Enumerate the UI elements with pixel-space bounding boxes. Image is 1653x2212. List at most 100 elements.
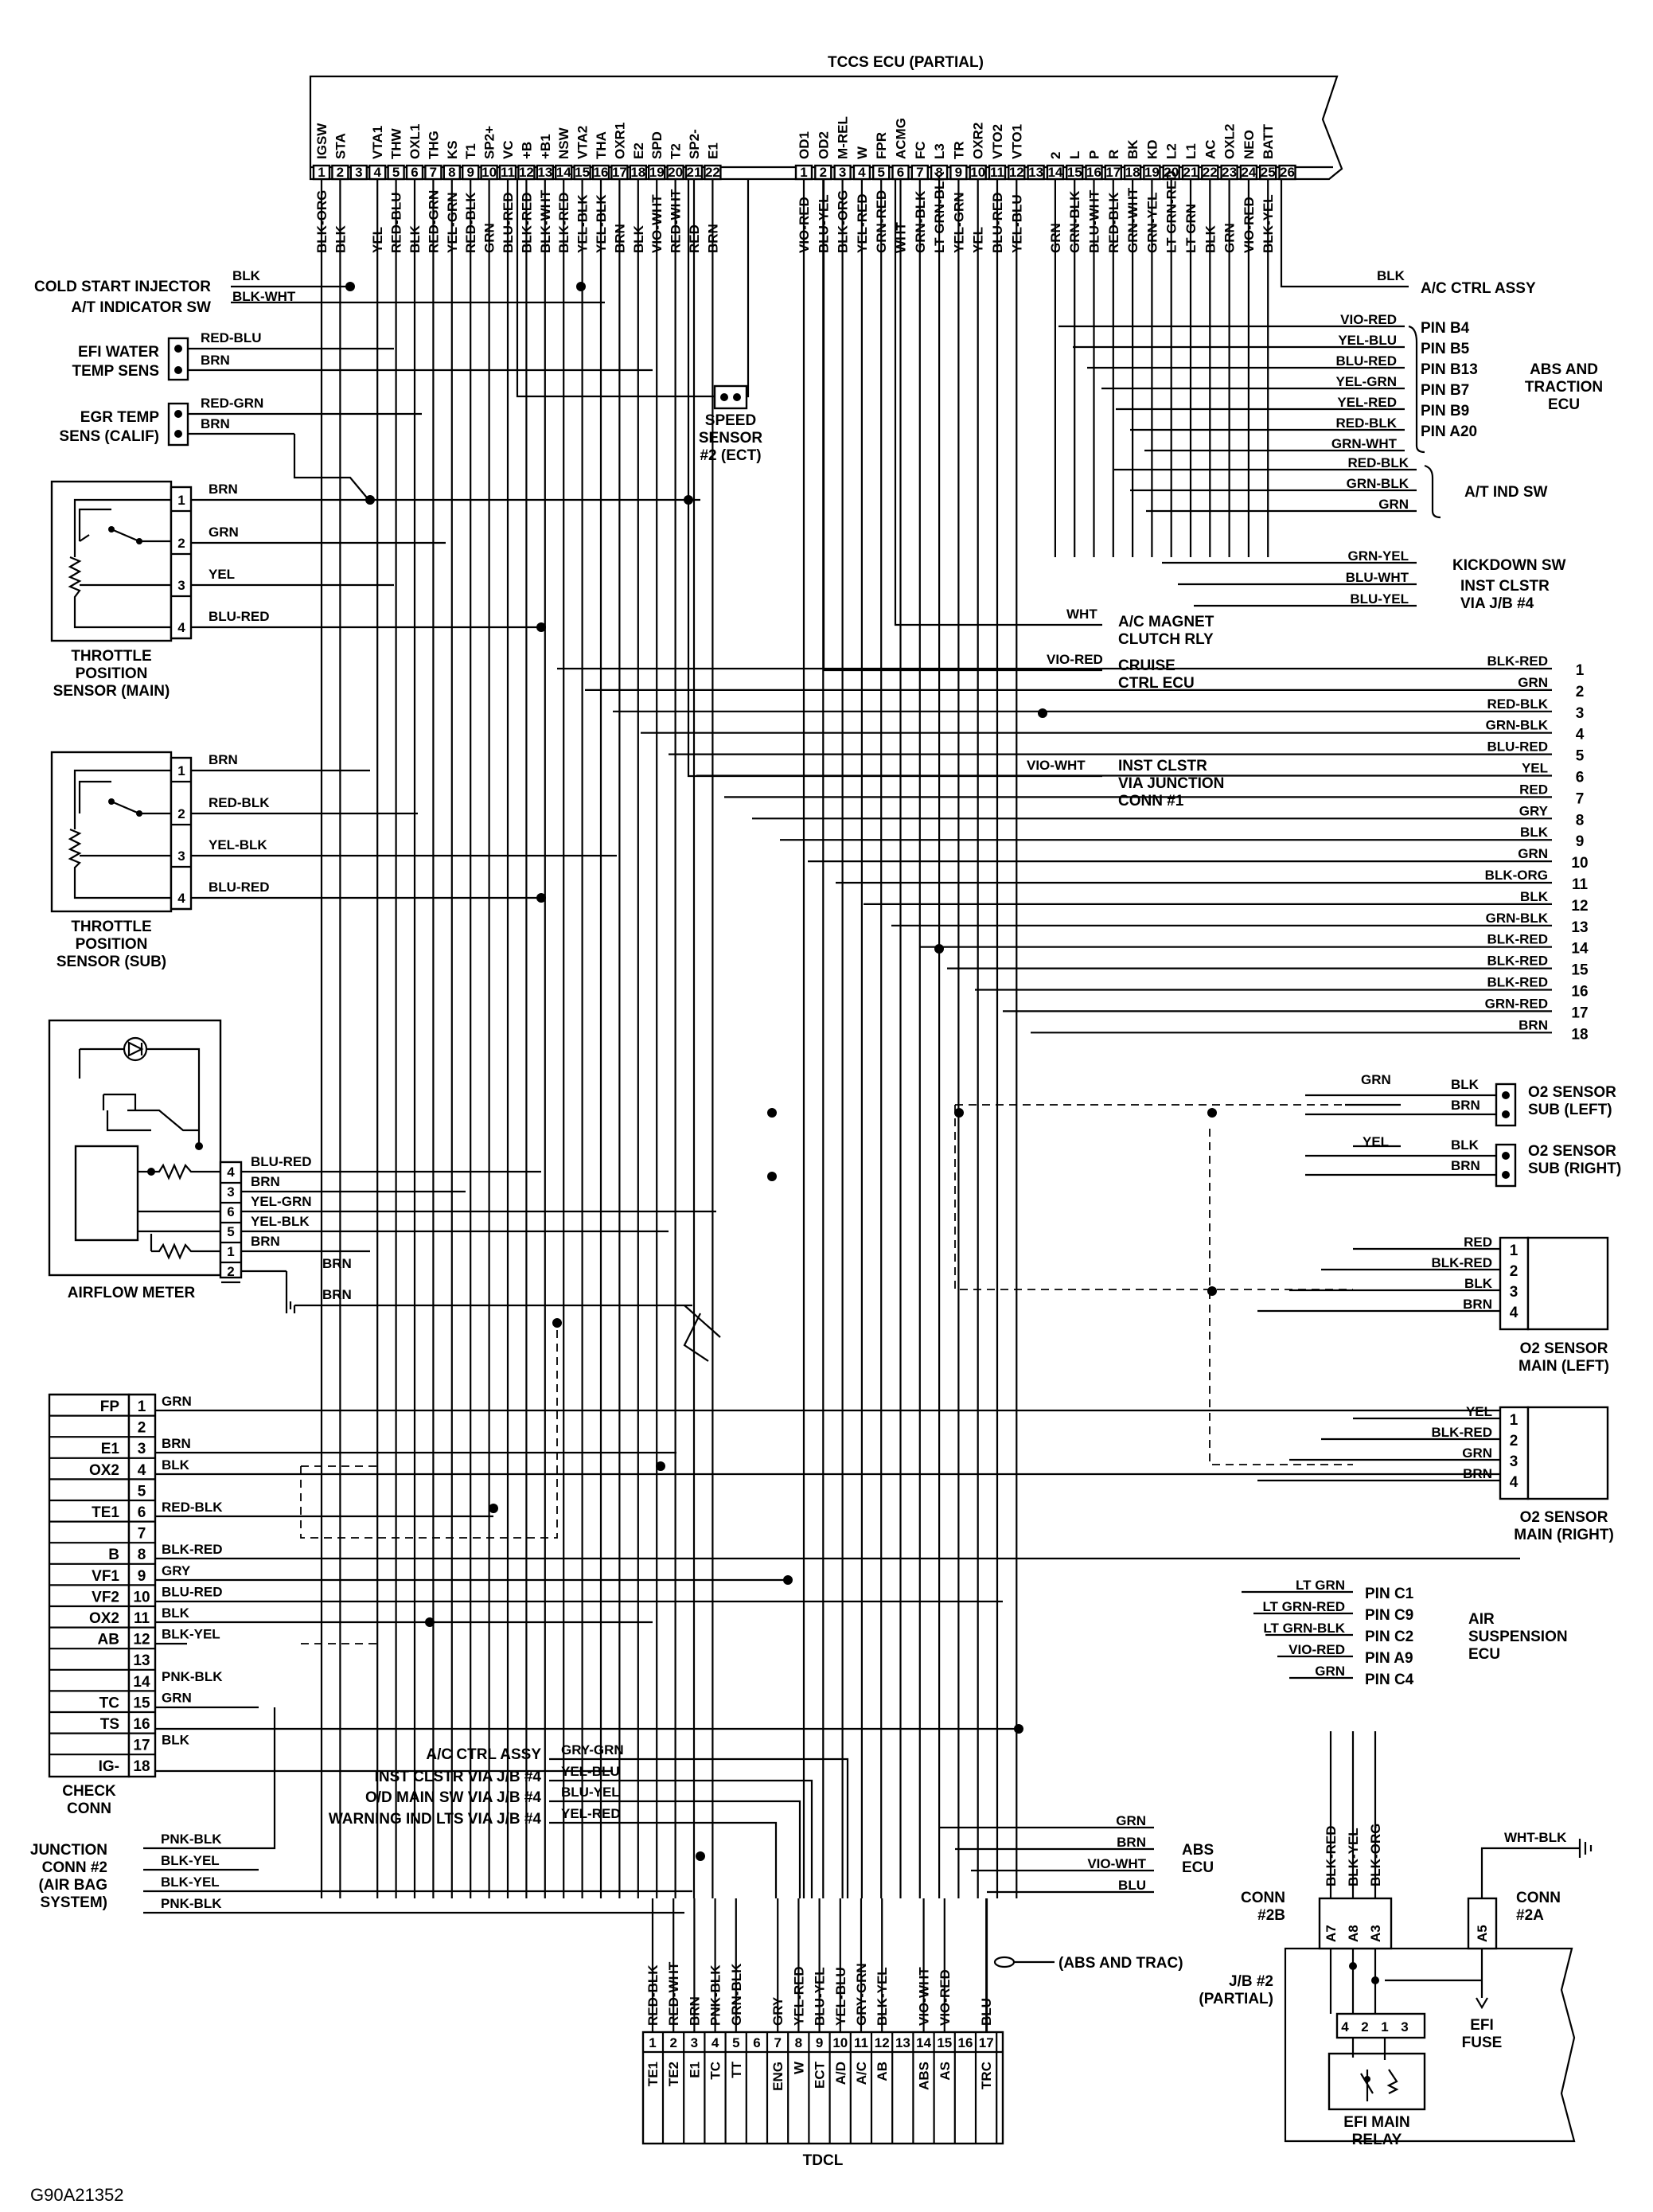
svg-text:YEL-BLU: YEL-BLU <box>561 1764 620 1779</box>
connector-pin-number: 5 <box>227 1224 234 1239</box>
abs-traction-wire-color: VIO-RED <box>1340 312 1397 327</box>
ecu-pin-name: BK <box>1125 139 1140 159</box>
svg-text:BLK: BLK <box>232 268 261 283</box>
ecu-pin-name: OD2 <box>816 131 831 159</box>
air-susp-wire-color: VIO-RED <box>1288 1642 1345 1657</box>
ecu-pin-name: VTA2 <box>575 126 591 159</box>
check-conn-pin-number: 12 <box>133 1632 150 1648</box>
check-conn-pin-number: 16 <box>133 1716 150 1733</box>
tdcl-pin-name: A/D <box>833 2062 848 2085</box>
svg-text:EGR TEMP: EGR TEMP <box>80 409 160 426</box>
ecu-wire-color: BLK-ORG <box>314 190 329 253</box>
ecu-wire-color: GRN-YEL <box>1144 193 1160 254</box>
connector-pin-number: 2 <box>227 1264 234 1279</box>
svg-text:RED-GRN: RED-GRN <box>201 396 263 411</box>
ecu-wire-color: YEL-BLK <box>594 194 609 253</box>
ecu-pin-number: 18 <box>630 165 645 180</box>
ecu-wire-color: GRN <box>482 223 497 253</box>
check-conn-pin-number: 11 <box>134 1610 150 1627</box>
tdcl-pin-number: 7 <box>774 2035 781 2050</box>
harness-wire-number: 18 <box>1571 1026 1588 1043</box>
ecu-pin-number: 5 <box>877 165 884 180</box>
svg-text:KICKDOWN SW: KICKDOWN SW <box>1452 557 1566 574</box>
svg-text:#2A: #2A <box>1516 1907 1544 1924</box>
harness-wire-color: GRN <box>1518 846 1548 861</box>
check-conn-terminal-name: B <box>108 1547 119 1563</box>
check-conn-pin-number: 18 <box>133 1758 150 1775</box>
harness-wire-number: 4 <box>1576 727 1585 743</box>
tdcl-pin-number: 17 <box>979 2035 994 2050</box>
tdcl-pin-number: 5 <box>732 2035 739 2050</box>
svg-text:ECU: ECU <box>1468 1646 1500 1663</box>
check-conn-wire-color: BLK-RED <box>162 1542 223 1557</box>
ecu-pin-number: 8 <box>935 165 942 180</box>
relay-pin-number: 3 <box>1401 2019 1408 2034</box>
abs-traction-pin: PIN B5 <box>1421 341 1470 357</box>
ecu-pin-number: 20 <box>1164 165 1179 180</box>
svg-text:BLK-YEL: BLK-YEL <box>161 1875 220 1890</box>
ecu-pin-number: 17 <box>612 165 627 180</box>
check-conn-terminal-name: AB <box>98 1632 119 1648</box>
airflow-meter: AIRFLOW METER BLU-RED BRN YEL-GRN YEL-BL… <box>48 1019 352 1313</box>
tdcl-wire-color: BLK-YEL <box>875 1967 890 2026</box>
connector-pin-number: 2 <box>177 536 185 551</box>
ecu-pin-name: VTO2 <box>990 124 1005 159</box>
ecu-pin-number: 7 <box>916 165 923 180</box>
svg-text:ECU: ECU <box>1548 396 1580 413</box>
tdcl-pin-name: TC <box>708 2062 723 2080</box>
o2-wire-color: GRN <box>1462 1445 1492 1461</box>
tdcl-pin-name: A/C <box>854 2062 869 2085</box>
figure-id: G90A21352 <box>30 2185 123 2205</box>
at-ind-wire-color: RED-BLK <box>1348 455 1409 470</box>
harness-wire-color: BRN <box>1518 1017 1548 1032</box>
ecu-pin-name: SP2- <box>687 129 702 159</box>
tdcl-wire-color: YEL-BLU <box>833 1967 848 2026</box>
harness-wire-color: GRY <box>1519 803 1549 818</box>
check-conn-terminal-name: VF1 <box>92 1568 119 1585</box>
svg-text:INST CLSTR: INST CLSTR <box>1460 578 1550 595</box>
jb-pin: A7 <box>1324 1925 1339 1942</box>
tdcl-pin-number: 8 <box>795 2035 802 2050</box>
o2-pin-number: 4 <box>1510 1474 1518 1491</box>
check-conn-terminal-name: VF2 <box>92 1589 119 1605</box>
svg-text:BRN: BRN <box>251 1234 280 1249</box>
svg-text:CONN #1: CONN #1 <box>1118 793 1184 810</box>
ecu-pin-number: 21 <box>687 165 702 180</box>
svg-text:SPEED: SPEED <box>705 412 756 429</box>
svg-text:GRN: GRN <box>1361 1072 1391 1087</box>
ecu-wire-color: BLK-YEL <box>1261 194 1276 253</box>
ecu-pin-number: 11 <box>501 165 515 180</box>
tdcl-pin-name: ENG <box>770 2062 786 2091</box>
check-conn-pin-number: 4 <box>138 1462 146 1479</box>
ecu-wire-color: YEL-RED <box>855 193 870 253</box>
check-conn-pin-number: 6 <box>138 1504 146 1521</box>
svg-text:THROTTLE: THROTTLE <box>71 648 151 665</box>
ecu-pin-name: OXL2 <box>1222 124 1238 159</box>
egr-temp-sensor: EGR TEMP SENS (CALIF) RED-GRN BRN <box>59 396 263 447</box>
tdcl-pin-name: E1 <box>687 2062 702 2078</box>
o2-pin-number: 1 <box>1510 1243 1518 1259</box>
svg-text:BRN: BRN <box>201 353 230 368</box>
wire-harness <box>145 179 1584 1861</box>
ecu-pin-name: NSW <box>556 127 571 159</box>
ecu-wire-color: YEL <box>971 227 986 253</box>
relay-pin-number: 4 <box>1341 2019 1349 2034</box>
svg-text:A/T IND SW: A/T IND SW <box>1464 484 1548 501</box>
o2-sensor-sub-right: YEL BLK BRN O2 SENSOR SUB (RIGHT) <box>1305 1134 1621 1188</box>
air-susp-wire-color: LT GRN <box>1296 1578 1345 1593</box>
connector-pin-number: 3 <box>177 849 185 864</box>
ecu-pin-name: AC <box>1203 139 1218 159</box>
svg-text:(AIR BAG: (AIR BAG <box>38 1877 107 1894</box>
throttle-position-sensor-sub: THROTTLE POSITION SENSOR (SUB) BRN RED-B… <box>50 751 270 970</box>
air-susp-pin: PIN C1 <box>1365 1586 1414 1602</box>
cold-start-injector-block: COLD START INJECTOR A/T INDICATOR SW BLK… <box>34 268 296 316</box>
svg-text:CTRL ECU: CTRL ECU <box>1118 675 1195 692</box>
connector-pin-number: 1 <box>227 1244 234 1259</box>
ecu-wire-color: VIO-RED <box>797 197 812 253</box>
o2-wire-color: BLK-RED <box>1432 1255 1493 1270</box>
